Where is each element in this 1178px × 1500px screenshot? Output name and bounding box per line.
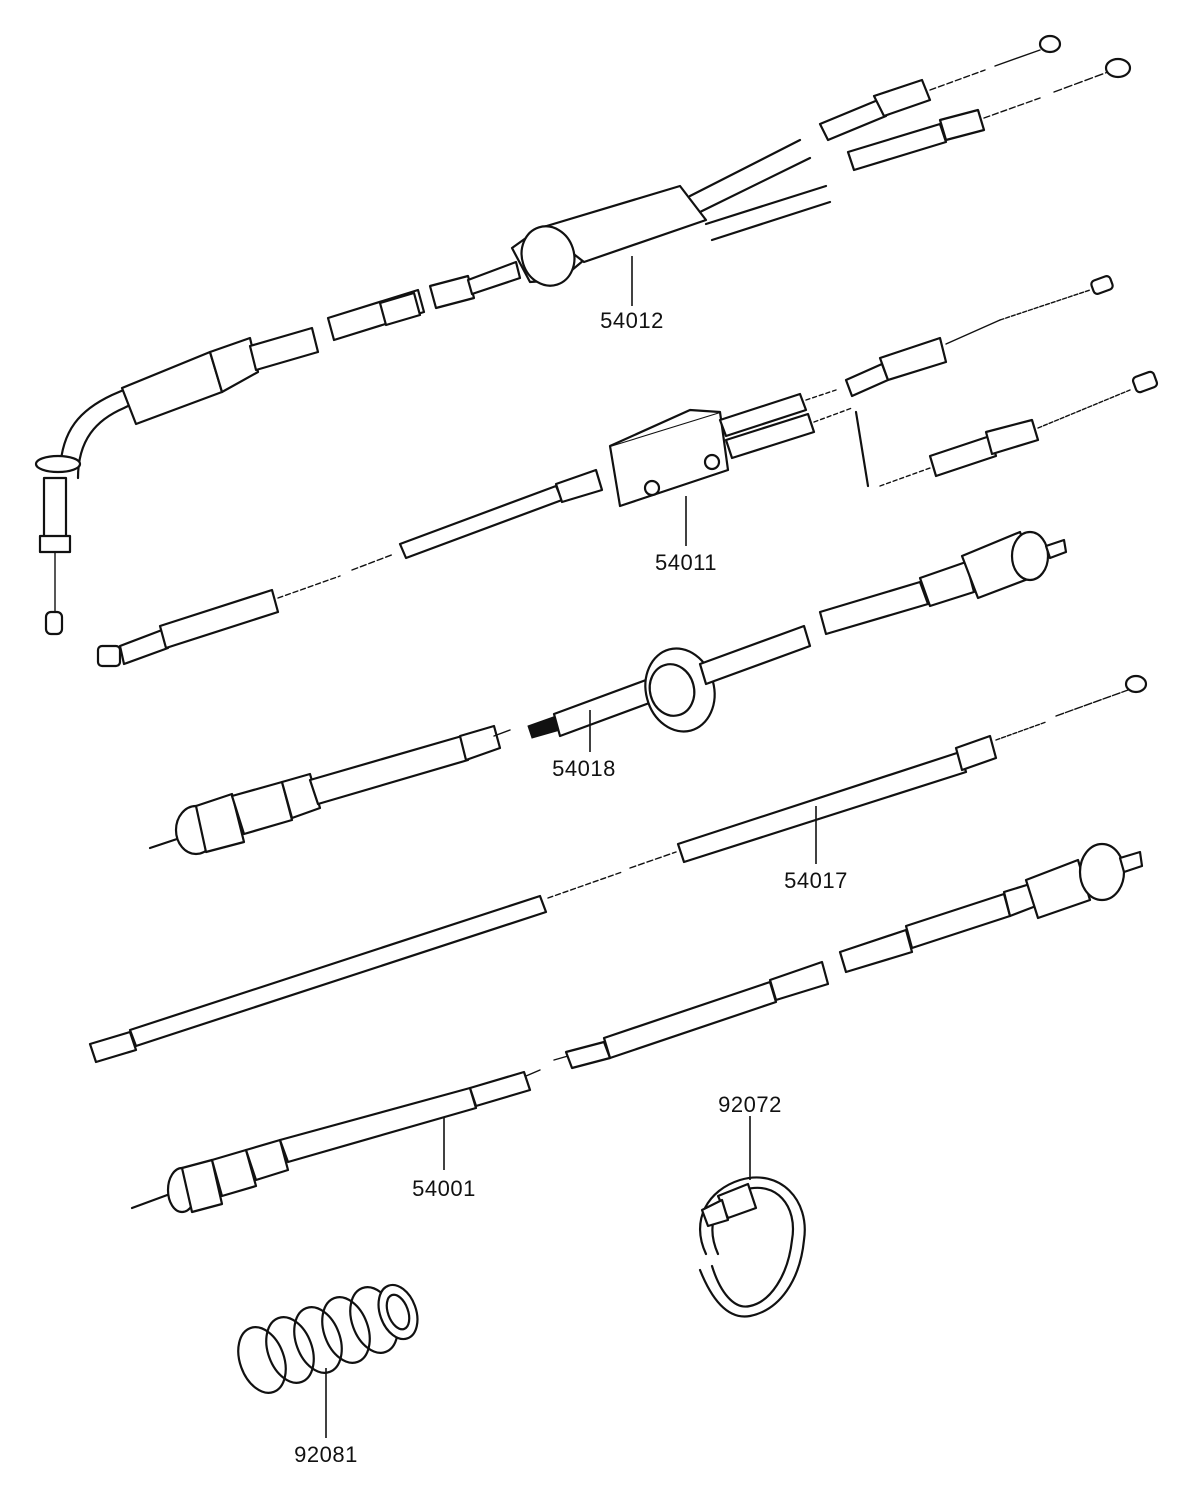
- part-label-54011: 54011: [655, 550, 717, 575]
- speedometer-cable: [130, 842, 1144, 1214]
- part-label-54012: 54012: [600, 308, 664, 333]
- tachometer-cable: [148, 530, 1068, 856]
- part-label-54017: 54017: [784, 868, 848, 893]
- part-label-54018: 54018: [552, 756, 616, 781]
- throttle-cable-assembly: [34, 34, 1132, 636]
- coil-spring: [237, 1283, 419, 1394]
- long-cable: [88, 674, 1148, 1064]
- part-label-54001: 54001: [412, 1176, 476, 1201]
- part-label-92081: 92081: [294, 1442, 358, 1467]
- junction-block-cable: [96, 275, 1159, 668]
- clamp-band: [698, 1176, 806, 1318]
- part-label-92072: 92072: [718, 1092, 782, 1117]
